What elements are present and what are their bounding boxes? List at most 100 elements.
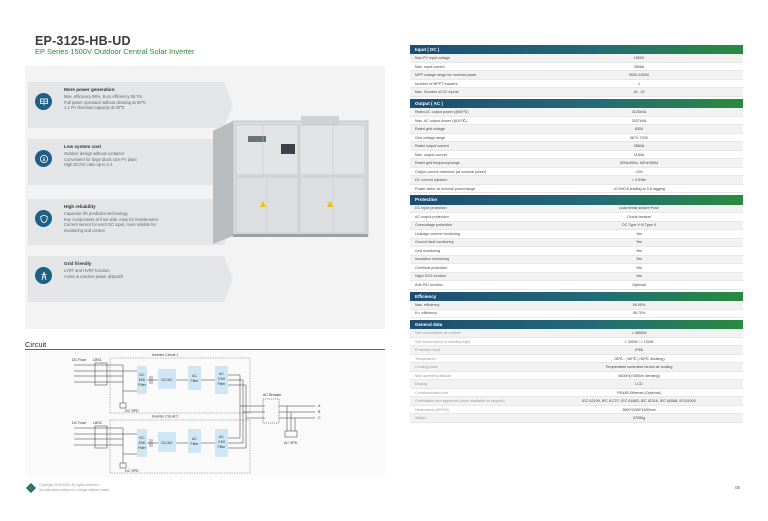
spec-label: Overheat protection bbox=[415, 265, 448, 270]
dc-emi-filter-1: DC bbox=[139, 373, 145, 377]
ac-filter-2: AC bbox=[192, 437, 197, 441]
footer-line-2: Specifications subject to change without… bbox=[39, 487, 111, 492]
ac-spd-label: AC SPD bbox=[284, 441, 298, 445]
page-number: 05 bbox=[735, 485, 741, 490]
feature-title: Low system cost bbox=[64, 144, 102, 149]
spec-value: Yes bbox=[635, 240, 642, 245]
dc-emi-filter-2: DC bbox=[139, 436, 145, 440]
page-title: EP-3125-HB-UD bbox=[35, 34, 131, 48]
spec-value: 3508A bbox=[633, 64, 645, 69]
spec-row: Rated output current 2864A bbox=[410, 142, 743, 151]
feature-line: LVRT and HVRT function bbox=[64, 268, 110, 273]
dc-emi-filter-1-line3: Filter bbox=[138, 383, 147, 387]
spec-value: DC Type I+II/ Type II bbox=[622, 223, 656, 228]
dcac-block-1: DC/AC bbox=[161, 378, 173, 382]
spec-row: Max. AC output power (@30℃)3437kVA bbox=[410, 117, 743, 126]
spec-value: IEC 62109, IEC 61727, IEC 61683, IEC 621… bbox=[582, 399, 696, 404]
spec-value: <3% bbox=[635, 169, 643, 174]
dollar-icon: $ bbox=[35, 150, 52, 167]
spec-value: 630V bbox=[634, 127, 644, 132]
inverter-circuit-1-label: Inverter Circuit 1 bbox=[152, 353, 178, 357]
spec-label: Max. input current bbox=[415, 64, 445, 69]
feature-line: High DC/AC ratio up to 1.4 bbox=[64, 162, 113, 168]
spec-value: RS485 Ethernet (Optional) bbox=[617, 390, 661, 395]
spec-value: >0.99/0.8 leading to 0.8 lagging bbox=[613, 186, 665, 191]
company-logo-icon bbox=[26, 483, 36, 493]
feature-title: More power generation bbox=[64, 87, 115, 92]
spec-label: AC output protection bbox=[415, 214, 449, 219]
spec-row: Rated grid frequency/range 50Hz/45Hz, 60H… bbox=[410, 159, 743, 168]
svg-text:$: $ bbox=[42, 156, 45, 162]
spec-row: Rated AC output power (@50℃)3125kVA bbox=[410, 108, 743, 117]
spec-row: Temperature -35℃...+60℃ (>50℃ derating) bbox=[410, 355, 743, 364]
feature-line: 1.1 Pn Overload capacity at 30℃ bbox=[64, 105, 125, 111]
inverter-circuit-2-label: Inverter Circuit 2 bbox=[152, 415, 178, 419]
feature-reliability: High reliability Capacitor life predicti… bbox=[28, 199, 233, 245]
lbs2-label: LBS2 bbox=[93, 421, 102, 425]
phase-c-label: C bbox=[318, 416, 321, 420]
spec-section-header: Output ( AC ) bbox=[410, 98, 743, 109]
spec-label: Dimensions (W*H*D) bbox=[415, 407, 450, 412]
spec-label: Max operating altitude bbox=[415, 373, 452, 378]
spec-value: 50Hz/45Hz, 60Hz/55Hz bbox=[619, 161, 659, 166]
spec-label: Rated output current bbox=[415, 144, 449, 149]
ac-emi-filter-1-line3: Filter bbox=[218, 382, 227, 386]
ac-filter-1: AC bbox=[192, 374, 197, 378]
feature-line: Capacitor life prediction technology bbox=[64, 211, 128, 216]
spec-section-header: Protection bbox=[410, 195, 743, 205]
spec-value: < 4800W bbox=[631, 331, 647, 336]
spec-value: 1500V bbox=[633, 56, 645, 61]
grid-tower-icon bbox=[35, 267, 52, 284]
ac-emi-filter-2: AC bbox=[219, 435, 224, 439]
spec-label: Max. efficiency bbox=[415, 302, 440, 307]
circuit-diagram: Inverter Circuit 1 DC Fuse LBS1 DC EMI F… bbox=[72, 353, 321, 474]
ac-emi-filter-1-line2: EMI bbox=[218, 377, 224, 381]
spec-row: Power factor at nominal power/range >0.99… bbox=[410, 185, 743, 194]
feature-line: Current sensor for each DC input, more r… bbox=[64, 222, 156, 228]
spec-value: 98.70% bbox=[632, 311, 646, 316]
spec-value: LCD bbox=[635, 382, 643, 387]
spec-label: Insulation monitoring bbox=[415, 257, 450, 262]
spec-value: Yes bbox=[635, 248, 642, 253]
spec-label: Power factor at nominal power/range bbox=[415, 186, 476, 191]
feature-grid-friendly: Grid friendly LVRT and HVRT function Act… bbox=[28, 256, 233, 302]
spec-value: Optional bbox=[632, 282, 646, 287]
spec-value: 3700kg bbox=[632, 416, 646, 421]
spec-value: -35℃...+60℃ (>50℃ derating) bbox=[613, 356, 665, 361]
solar-panel-icon bbox=[35, 93, 52, 110]
feature-line: Max. efficiency 99%, Euro efficiency 98.… bbox=[64, 94, 143, 99]
spec-label: Ground fault monitoring bbox=[415, 240, 454, 245]
spec-row: Self consumption in standby/night < 200W … bbox=[410, 338, 743, 347]
spec-label: Rated grid frequency/range bbox=[415, 161, 460, 166]
circuit-divider bbox=[25, 349, 385, 350]
spec-value: 2864A bbox=[633, 144, 645, 149]
spec-label: Temperature bbox=[415, 356, 436, 361]
spec-label: Night SVG function bbox=[415, 274, 447, 279]
spec-label: Communication port bbox=[415, 390, 448, 395]
feature-line: monitoring and control bbox=[64, 227, 105, 233]
spec-label: Max. Number of DC inputs bbox=[415, 90, 459, 95]
phase-b-label: B bbox=[318, 410, 321, 414]
spec-row: Dimensions (W*H*D)2800*2280*1600mm bbox=[410, 406, 743, 415]
spec-label: Self consumption in standby/night bbox=[415, 339, 471, 344]
spec-value: < 200W / < 100W bbox=[624, 339, 654, 344]
spec-label: Max. AC output power (@30℃) bbox=[415, 118, 467, 123]
feature-title: High reliability bbox=[64, 204, 96, 209]
feature-more-power: More power generation Max. efficiency 99… bbox=[28, 82, 233, 128]
page-subtitle: EP Series 1500V Outdoor Central Solar In… bbox=[35, 47, 195, 56]
